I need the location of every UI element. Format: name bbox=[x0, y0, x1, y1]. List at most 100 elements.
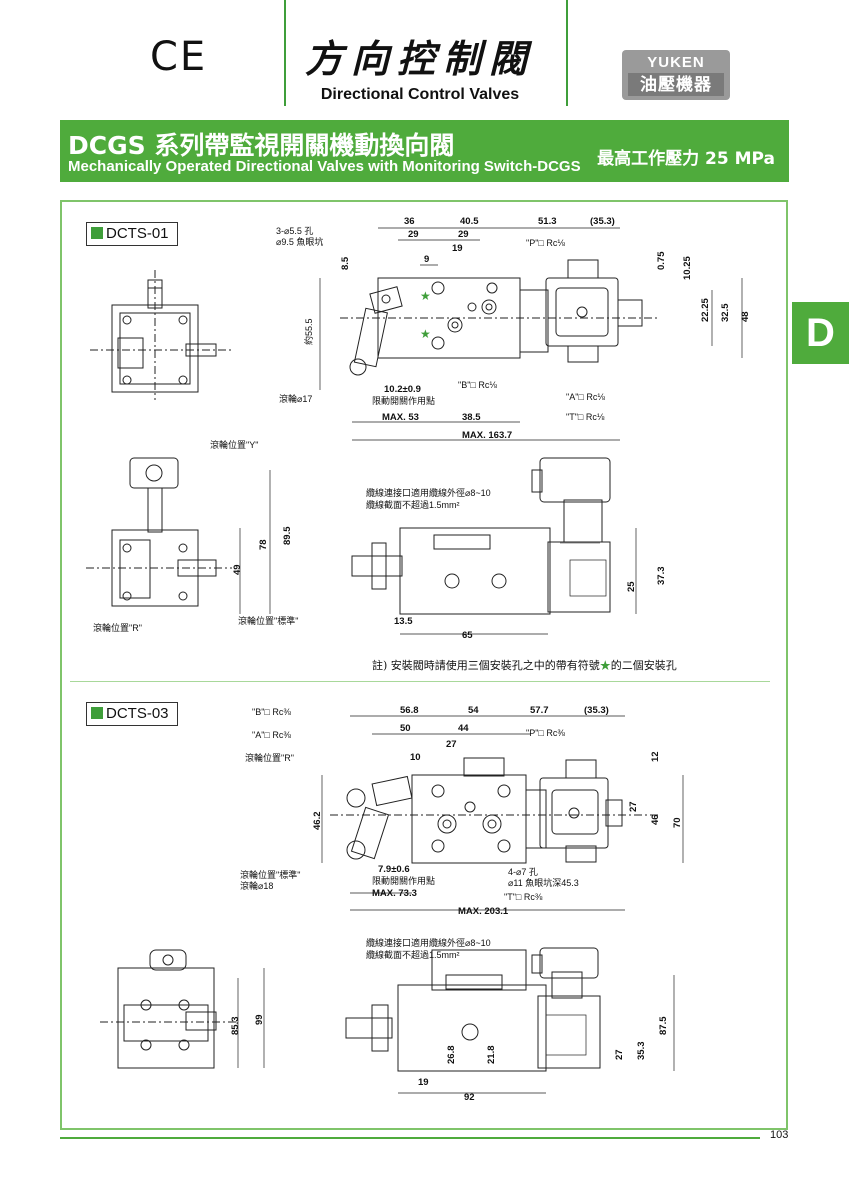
dim-max203: MAX. 203.1 bbox=[458, 906, 509, 917]
dim-value: 92 bbox=[464, 1092, 475, 1103]
dim-stroke: 10.2±0.9 bbox=[384, 384, 421, 395]
series-banner: DCGS 系列帶監視開關機動換向閥 Mechanically Operated … bbox=[60, 120, 789, 182]
yuken-logo: YUKEN 油壓機器 bbox=[622, 50, 730, 100]
dim-value: 35.3 bbox=[636, 1042, 647, 1061]
dcts01-front-view bbox=[351, 457, 611, 615]
footer-rule bbox=[60, 1137, 760, 1139]
model-label: DCTS-01 bbox=[106, 225, 169, 242]
label-cable-1: 纜線連接口適用纜線外徑⌀8~10 bbox=[366, 937, 491, 948]
label-p-port: "P"□ Rc⅛ bbox=[526, 238, 565, 248]
model-tag-dcts03: DCTS-03 bbox=[86, 702, 178, 726]
max-pressure: 最高工作壓力 25 MPa bbox=[597, 149, 775, 169]
header-divider-left bbox=[284, 0, 286, 106]
dimension-lines bbox=[237, 227, 743, 1094]
dim-value: 22.25 bbox=[700, 298, 711, 322]
dim-value: 85.3 bbox=[230, 1017, 241, 1036]
dim-value: 89.5 bbox=[282, 526, 293, 545]
page-title-en: Directional Control Valves bbox=[320, 86, 520, 103]
dim-value: 13.5 bbox=[394, 616, 413, 627]
dim-value: 87.5 bbox=[658, 1016, 669, 1035]
model-square-icon bbox=[91, 707, 103, 719]
dcts01-side-view bbox=[90, 270, 232, 400]
dcts01-labels: 3-⌀5.5 孔 ⌀9.5 魚眼坑 "P"□ Rc⅛ "B"□ Rc⅛ "A"□… bbox=[93, 226, 605, 633]
label-roller: 滾輪⌀18 bbox=[240, 880, 273, 891]
dim-value: 27 bbox=[446, 739, 457, 750]
dim-value: 29 bbox=[408, 229, 419, 240]
dcts03-dims: 56.8 54 57.7 (35.3) 50 44 27 10 12 46.2 … bbox=[230, 705, 683, 1103]
label-cable-2: 纜線截面不超過1.5mm² bbox=[366, 949, 460, 960]
dim-max73: MAX. 73.3 bbox=[372, 888, 417, 899]
label-counterbore: ⌀9.5 魚眼坑 bbox=[276, 236, 323, 247]
label-roller-y: 滾輪位置"Y" bbox=[210, 439, 258, 450]
page-title-zh: 方向控制閥 bbox=[304, 37, 535, 81]
label-t-port: "T"□ Rc⅛ bbox=[566, 412, 605, 422]
dim-value: 65 bbox=[462, 630, 473, 641]
header-divider-right bbox=[566, 0, 568, 106]
label-roller-std: 滾輪位置"標準" bbox=[238, 615, 298, 626]
dim-value: 8.5 bbox=[340, 256, 351, 270]
label-roller-std: 滾輪位置"標準" bbox=[240, 869, 300, 880]
dim-about: 約55.5 bbox=[303, 318, 314, 345]
dim-value: 19 bbox=[418, 1077, 429, 1088]
drawing-frame bbox=[60, 200, 788, 1130]
dim-value: 12 bbox=[650, 751, 661, 762]
dim-value: 46.2 bbox=[312, 812, 323, 831]
dim-value: 37.3 bbox=[656, 567, 667, 586]
label-roller: 滾輪⌀17 bbox=[279, 393, 312, 404]
footnote-text-after: 的二個安裝孔 bbox=[610, 659, 677, 672]
dim-value: 10.25 bbox=[682, 256, 693, 280]
footnote: 註) 安裝閥時請使用三個安裝孔之中的帶有符號★的二個安裝孔 bbox=[372, 657, 677, 673]
dim-value: 51.3 bbox=[538, 216, 557, 227]
label-holes: 3-⌀5.5 孔 bbox=[276, 226, 313, 236]
dcts03-front-view bbox=[345, 947, 601, 1072]
model-square-icon bbox=[91, 227, 103, 239]
label-t-port: "T"□ Rc⅜ bbox=[504, 892, 543, 902]
dim-value: 27 bbox=[628, 801, 639, 812]
ce-mark: CE bbox=[150, 34, 208, 80]
label-a-port: "A"□ Rc⅛ bbox=[566, 392, 605, 402]
dim-value: 99 bbox=[254, 1014, 265, 1025]
mount-hole-star-icons: ★ ★ bbox=[420, 289, 431, 341]
label-p-port: "P"□ Rc⅜ bbox=[526, 728, 565, 738]
star-icon: ★ bbox=[420, 327, 431, 341]
dim-value: 25 bbox=[626, 581, 637, 592]
dim-value: 48 bbox=[740, 311, 751, 322]
dim-value: 32.5 bbox=[720, 303, 731, 322]
dim-value: 50 bbox=[400, 723, 411, 734]
dim-value: 70 bbox=[672, 817, 683, 828]
dim-value: (35.3) bbox=[590, 216, 615, 227]
dim-value: 19 bbox=[452, 243, 463, 254]
dim-value: 44 bbox=[458, 723, 469, 734]
dim-value: 0.75 bbox=[656, 251, 667, 270]
dim-value: 78 bbox=[258, 539, 269, 550]
label-cable-2: 纜線截面不超過1.5mm² bbox=[366, 499, 460, 510]
label-limit: 限動開關作用點 bbox=[372, 395, 435, 406]
dim-max53: MAX. 53 bbox=[382, 412, 419, 423]
dim-value: 40.5 bbox=[460, 216, 479, 227]
dim-value: 26.8 bbox=[446, 1046, 457, 1065]
section-divider bbox=[70, 681, 770, 682]
dim-value: 56.8 bbox=[400, 705, 419, 716]
label-b-port: "B"□ Rc⅜ bbox=[252, 707, 291, 717]
dcts01-top-view bbox=[340, 259, 660, 376]
dim-value: 9 bbox=[424, 254, 429, 265]
footnote-text-before: 註) 安裝閥時請使用三個安裝孔之中的帶有符號 bbox=[372, 659, 600, 672]
logo-text-bottom: 油壓機器 bbox=[628, 73, 724, 96]
dcts03-top-view bbox=[330, 757, 660, 864]
section-tab-d: D bbox=[792, 302, 849, 364]
model-label: DCTS-03 bbox=[106, 705, 169, 722]
dcts01-dims: 36 40.5 51.3 (35.3) 29 29 19 9 8.5 0.75 … bbox=[232, 216, 751, 641]
page-number: 103 bbox=[770, 1129, 789, 1141]
label-limit: 限動開關作用點 bbox=[372, 875, 435, 886]
star-icon: ★ bbox=[420, 289, 431, 303]
label-roller-r: 滾輪位置"R" bbox=[93, 622, 142, 633]
star-icon: ★ bbox=[599, 659, 611, 672]
dcts01-roller-position-view bbox=[86, 457, 232, 607]
label-a-port: "A"□ Rc⅜ bbox=[252, 730, 291, 740]
series-subtitle: Mechanically Operated Directional Valves… bbox=[68, 158, 581, 175]
dim-value: 27 bbox=[614, 1049, 625, 1060]
dim-value: 57.7 bbox=[530, 705, 549, 716]
series-title: DCGS 系列帶監視開關機動換向閥 bbox=[68, 131, 455, 160]
model-tag-dcts01: DCTS-01 bbox=[86, 222, 178, 246]
